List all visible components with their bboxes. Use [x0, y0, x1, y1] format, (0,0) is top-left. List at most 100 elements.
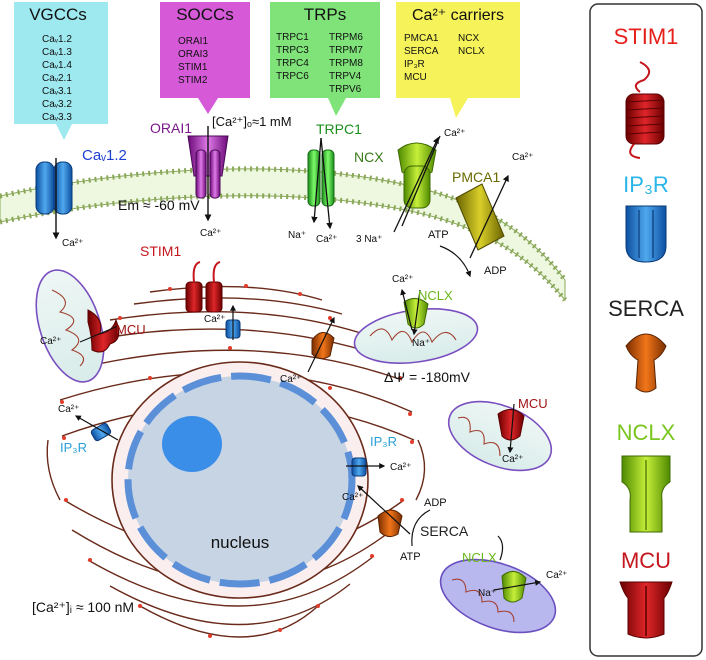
ca-ion-label: Ca²⁺: [444, 128, 465, 139]
box-soccs-item: ORAI1: [178, 36, 208, 47]
box-soccs: SOCCs ORAI1 ORAI3 STIM1 STIM2: [160, 2, 250, 114]
ca-ion-label: Ca²⁺: [502, 454, 523, 465]
na-ion-label: Na⁺: [288, 230, 306, 241]
box-carriers-item: SERCA: [404, 46, 439, 57]
box-vgccs: VGCCs Caᵥ1.2 Caᵥ1.3 Caᵥ1.4 Caᵥ2.1 Caᵥ3.1…: [14, 2, 108, 140]
legend-ip3r-label: IP₃R: [623, 172, 669, 197]
mitochondrion-right: MCU Ca²⁺: [447, 396, 553, 472]
box-soccs-title: SOCCs: [176, 5, 234, 24]
ca-ion-label: Ca²⁺: [316, 234, 337, 245]
ca-ion-label: Ca²⁺: [204, 314, 225, 325]
legend-nclx-label: NCLX: [617, 420, 676, 445]
stim1-label: STIM1: [140, 243, 181, 259]
mito-potential-label: ΔΨ = -180mV: [384, 369, 471, 385]
nucleus-label: nucleus: [211, 533, 270, 552]
ca-ion-label: Ca²⁺: [200, 228, 221, 239]
box-trps-item: TRPM6: [329, 32, 363, 43]
box-trps-title: TRPs: [304, 5, 347, 24]
box-trps-item: TRPC1: [276, 32, 309, 43]
ca-ion-label: Ca²⁺: [280, 374, 301, 385]
legend-ip3r-icon: [625, 205, 667, 263]
pmca1-label: PMCA1: [452, 169, 500, 185]
box-trps-item: TRPC6: [276, 71, 309, 82]
cytosolic-calcium-label: [Ca²⁺]ᵢ ≈ 100 nM: [32, 599, 134, 615]
trpc1-label: TRPC1: [316, 121, 362, 137]
ncx-label: NCX: [354, 149, 384, 165]
legend-serca-icon: [625, 333, 667, 393]
serca-pump-bottom: Ca²⁺ ADP SERCA ATP: [342, 485, 469, 563]
box-trps-item: TRPV4: [329, 71, 362, 82]
cav12-channel: Caᵥ1.2 Ca²⁺: [35, 147, 127, 249]
box-trps: TRPs TRPC1 TRPC3 TRPC4 TRPC6 TRPM6 TRPM7…: [270, 2, 380, 116]
box-vgccs-item: Caᵥ2.1: [42, 73, 72, 84]
ip3r-left-label: IP₃R: [60, 440, 87, 455]
mcu-right-label: MCU: [518, 396, 548, 411]
legend-mcu-icon: [619, 581, 673, 639]
ca-ion-label: Ca²⁺: [342, 492, 363, 503]
nclx-bottom-label: NCLX: [462, 550, 497, 565]
ca-ion-label: Ca²⁺: [58, 404, 79, 415]
serca-pump-top: Ca²⁺: [280, 316, 335, 385]
serca-adp-label: ADP: [424, 497, 447, 509]
box-ca-carriers-title: Ca²⁺ carriers: [412, 7, 504, 24]
trpc1-channel: TRPC1 Na⁺ Ca²⁺: [288, 121, 362, 245]
orai1-label: ORAI1: [150, 120, 192, 136]
nclx-mid-label: NCLX: [418, 288, 453, 303]
ca-ion-label: Ca²⁺: [546, 570, 567, 581]
box-vgccs-title: VGCCs: [29, 5, 87, 24]
pmca1-pump: PMCA1 Ca²⁺ ATP ADP: [428, 152, 533, 278]
legend-mcu-label: MCU: [621, 548, 671, 573]
serca-atp-label: ATP: [400, 551, 421, 563]
atp-label: ATP: [428, 229, 449, 241]
box-vgccs-item: Caᵥ1.4: [42, 60, 72, 71]
legend-serca-label: SERCA: [608, 296, 684, 321]
ncx-exchanger: NCX Ca²⁺ 3 Na⁺: [354, 128, 465, 245]
box-soccs-item: ORAI3: [178, 49, 208, 60]
nucleus: nucleus: [111, 361, 369, 599]
adp-label: ADP: [484, 265, 507, 277]
na-ion-label: Na⁺: [478, 588, 496, 599]
box-vgccs-item: Caᵥ1.2: [42, 34, 72, 45]
box-vgccs-item: Caᵥ3.2: [42, 99, 72, 110]
ca-ion-label: Ca²⁺: [390, 462, 411, 473]
serca-label: SERCA: [420, 523, 469, 539]
box-trps-item: TRPM7: [329, 45, 363, 56]
box-ca-carriers: Ca²⁺ carriers PMCA1 SERCA IP₃R MCU NCX N…: [396, 2, 520, 118]
box-carriers-item: IP₃R: [404, 59, 425, 70]
box-carriers-item: PMCA1: [404, 33, 439, 44]
mitochondrion-bottom: NCLX Ca²⁺ Na⁺: [439, 535, 567, 634]
box-trps-item: TRPC3: [276, 45, 309, 56]
mitochondrion-middle: NCLX Ca²⁺ Na⁺ ΔΨ = -180mV: [353, 274, 479, 385]
box-vgccs-item: Caᵥ1.3: [42, 47, 72, 58]
box-trps-item: TRPM8: [329, 58, 363, 69]
ip3r-channel-left: Ca²⁺ IP₃R: [58, 404, 119, 455]
box-soccs-item: STIM2: [178, 75, 208, 86]
legend-nclx-icon: [621, 455, 671, 533]
ca-ion-label: Ca²⁺: [62, 238, 83, 249]
box-trps-item: TRPV6: [329, 84, 362, 95]
cav12-label: Caᵥ1.2: [82, 147, 127, 164]
legend-panel: STIM1 IP₃R SERCA NCLX MCU: [589, 3, 703, 657]
na-ion-label: Na⁺: [412, 338, 430, 349]
mcu-left-label: MCU: [116, 322, 146, 337]
box-carriers-item: NCX: [458, 33, 479, 44]
ca-ion-label: Ca²⁺: [40, 336, 61, 347]
legend-stim1-label: STIM1: [614, 24, 679, 49]
ip3r-channel-top: Ca²⁺: [204, 304, 241, 340]
membrane-potential-label: Em ≈ -60 mV: [118, 197, 200, 213]
ip3r-right-label: IP₃R: [370, 434, 397, 449]
nucleolus: [162, 416, 222, 472]
box-vgccs-item: Caᵥ3.1: [42, 86, 72, 97]
box-trps-item: TRPC4: [276, 58, 309, 69]
stim1-proteins: STIM1: [140, 243, 223, 313]
ca-ion-label: Ca²⁺: [392, 274, 413, 285]
mitochondrion-left: MCU Ca²⁺: [35, 269, 146, 383]
box-vgccs-item: Caᵥ3.3: [42, 112, 72, 123]
ca-ion-label: Ca²⁺: [512, 152, 533, 163]
box-soccs-item: STIM1: [178, 62, 208, 73]
box-carriers-item: NCLX: [458, 46, 485, 57]
ip3r-channel-right: Ca²⁺ IP₃R: [346, 434, 411, 477]
three-na-label: 3 Na⁺: [356, 234, 382, 245]
orai1-channel: ORAI1 Ca²⁺: [150, 120, 229, 239]
